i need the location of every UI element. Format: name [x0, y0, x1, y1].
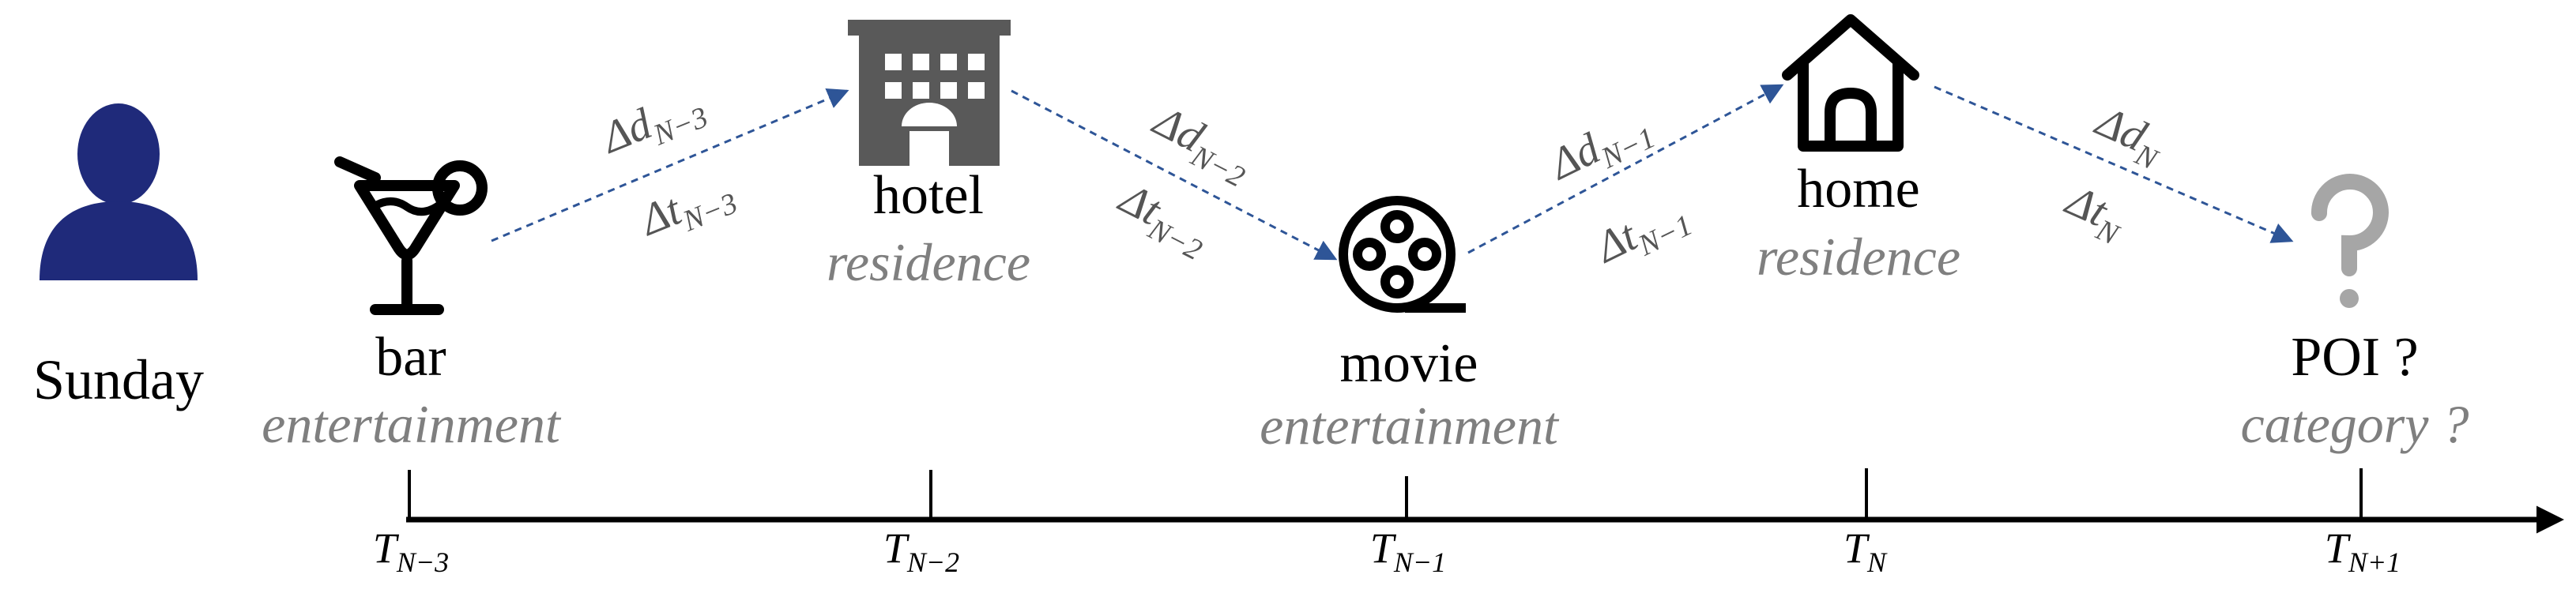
poi-target: POI ? category ? — [2241, 174, 2469, 454]
poi-category: category ? — [2241, 394, 2469, 454]
timeline-ticks — [408, 468, 2363, 520]
film-reel-icon — [1339, 196, 1466, 313]
transition-label-group: ΔdN ΔtN — [2055, 96, 2173, 253]
time-label: ΔtN−1 — [1587, 187, 1698, 280]
timeline-tick-label: TN−2 — [883, 524, 959, 578]
distance-label: ΔdN−3 — [594, 79, 713, 171]
distance-label: ΔdN−1 — [1541, 100, 1660, 197]
poi-name: movie — [1340, 333, 1478, 394]
timeline-tick-label: TN+1 — [2325, 524, 2401, 578]
poi-hotel: hotel residence — [827, 20, 1030, 292]
poi-name: hotel — [873, 165, 984, 226]
home-icon — [1782, 14, 1919, 152]
poi-category: residence — [1757, 227, 1960, 287]
time-label: ΔtN — [2055, 175, 2135, 253]
transition-arrow — [491, 88, 849, 242]
distance-label: ΔdN−2 — [1141, 96, 1260, 193]
time-label: ΔtN−2 — [1107, 173, 1218, 267]
poi-name: POI ? — [2291, 327, 2418, 388]
cocktail-icon — [334, 156, 488, 315]
time-label: ΔtN−3 — [632, 164, 742, 253]
question-mark-icon — [2310, 174, 2389, 308]
user-icon — [40, 103, 198, 280]
timeline-tick-label: TN−3 — [373, 524, 449, 578]
poi-name: bar — [375, 327, 446, 388]
transition-arrow — [1467, 84, 1784, 254]
user-label: Sunday — [33, 348, 204, 411]
poi-name: home — [1797, 159, 1920, 220]
poi-category: entertainment — [262, 394, 562, 454]
transition-arrow — [1934, 85, 2294, 243]
transition-arrow — [1011, 89, 1338, 261]
poi-movie: movie entertainment — [1260, 196, 1560, 456]
hotel-icon — [848, 20, 1011, 166]
user-node: Sunday — [33, 103, 204, 411]
transition-arrows — [491, 84, 2294, 261]
poi-home: home residence — [1757, 14, 1960, 287]
poi-category: entertainment — [1260, 396, 1560, 456]
poi-bar: bar entertainment — [262, 156, 562, 454]
poi-category: residence — [827, 232, 1030, 292]
distance-label: ΔdN — [2085, 96, 2173, 178]
timeline: TN−3 TN−2 TN−1 TN TN+1 — [373, 468, 2564, 578]
timeline-tick-label: TN — [1843, 524, 1888, 578]
transition-label-group: ΔdN−2 ΔtN−2 — [1107, 96, 1260, 267]
timeline-tick-label: TN−1 — [1370, 524, 1446, 578]
transition-label-group: ΔdN−1 ΔtN−1 — [1541, 100, 1698, 280]
